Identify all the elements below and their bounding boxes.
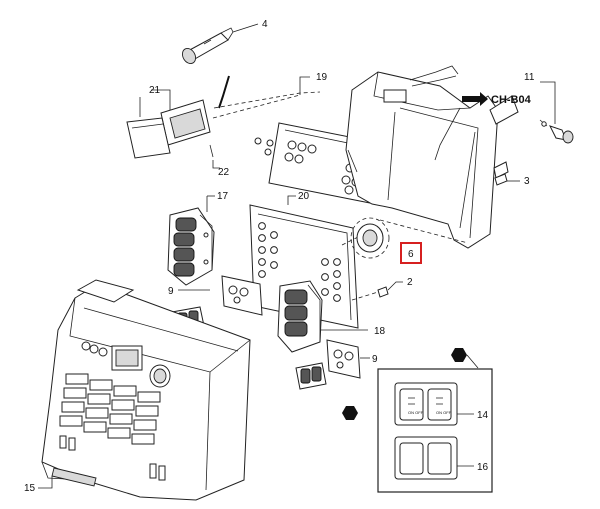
callout-6: 6	[408, 249, 414, 260]
switch-label-on-off-1: ON OFF	[408, 410, 424, 415]
part-15-console-housing	[38, 279, 251, 501]
hexagon-symbol-icon	[342, 406, 358, 420]
part-11-screw	[539, 81, 574, 144]
callout-18: 18	[374, 326, 386, 337]
hexagon-symbol-inset-icon	[451, 348, 479, 369]
part-9-lower-bracket	[326, 339, 370, 379]
inset-box: ON OFF ON OFF	[377, 368, 493, 493]
callout-4: 4	[262, 19, 268, 30]
callout-16: 16	[477, 462, 489, 473]
part-18-switch-group	[277, 280, 368, 353]
part-20-switch-panel	[249, 195, 361, 329]
callout-2: 2	[407, 277, 413, 288]
callout-9-lower: 9	[372, 354, 378, 365]
ch-b04-reference: CH-B04	[462, 92, 532, 106]
callout-3: 3	[524, 176, 530, 187]
callout-20: 20	[298, 191, 310, 202]
part-21-display	[126, 89, 301, 169]
part-3-screw	[494, 173, 520, 186]
callout-21: 21	[149, 85, 161, 96]
callout-9-upper: 9	[168, 286, 174, 297]
callout-14: 14	[477, 410, 489, 421]
reference-label: CH-B04	[491, 94, 532, 106]
callout-15: 15	[24, 483, 36, 494]
callout-19: 19	[316, 72, 328, 83]
callout-22: 22	[218, 167, 230, 178]
callout-6-highlight	[400, 242, 422, 264]
callout-labels: 4 19 11 21 22 3 17 20 6 2 9 18 9 14 16 1…	[24, 19, 535, 494]
callout-17: 17	[217, 191, 229, 202]
part-2-screw	[351, 281, 403, 301]
switch-label-on-off-2: ON OFF	[436, 410, 452, 415]
main-bracket	[345, 65, 519, 249]
part-4-pin	[181, 23, 259, 109]
part-17-switch-group	[167, 195, 215, 286]
part-9-upper-bracket	[178, 275, 263, 316]
callout-11: 11	[524, 72, 535, 83]
part-6-bushing	[350, 217, 390, 259]
